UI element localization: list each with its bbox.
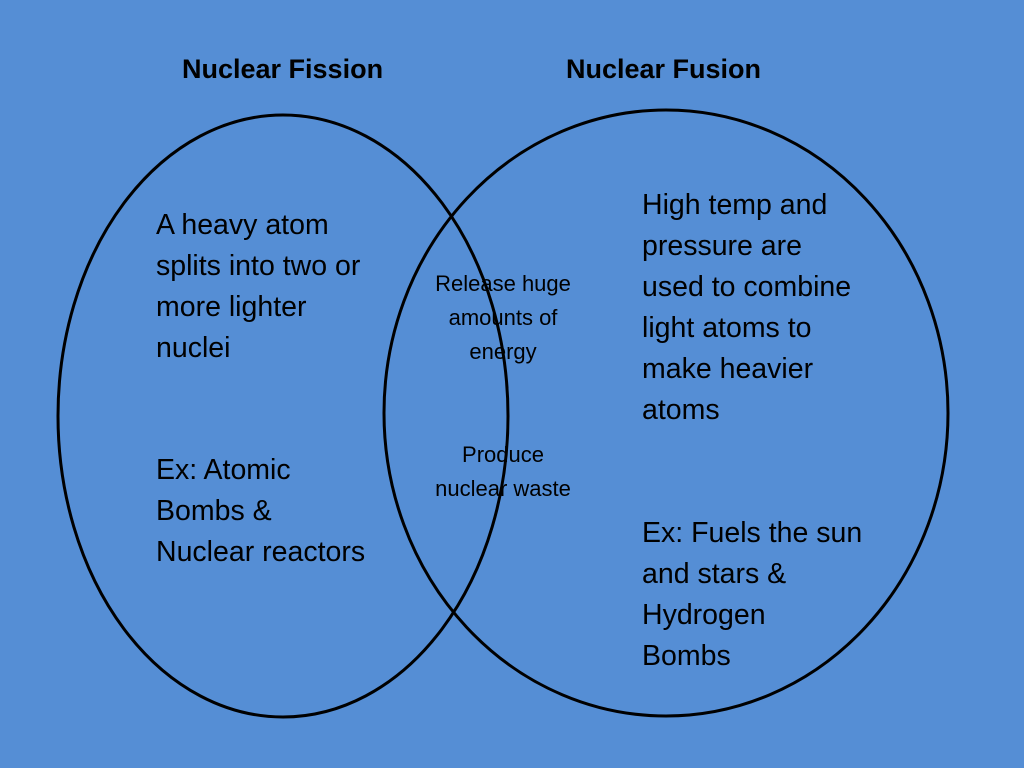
- text-line: energy: [469, 339, 537, 364]
- text-line: High temp and: [642, 189, 828, 221]
- text-line: pressure are: [642, 230, 802, 262]
- fission-definition: A heavy atom splits into two or more lig…: [156, 205, 406, 369]
- fission-examples: Ex: Atomic Bombs & Nuclear reactors: [156, 450, 406, 573]
- text-line: Bombs &: [156, 495, 272, 527]
- text-line: used to combine: [642, 271, 852, 303]
- overlap-waste: Produce nuclear waste: [403, 438, 603, 506]
- fusion-title: Nuclear Fusion: [566, 54, 762, 84]
- text-line: and stars &: [642, 558, 787, 590]
- text-line: splits into two or: [156, 250, 361, 282]
- text-line: Bombs: [642, 640, 731, 672]
- text-line: Ex: Atomic: [156, 454, 291, 486]
- text-line: Nuclear reactors: [156, 536, 366, 568]
- text-line: atoms: [642, 394, 720, 426]
- text-line: Hydrogen: [642, 599, 766, 631]
- fission-title: Nuclear Fission: [182, 54, 384, 84]
- fusion-examples: Ex: Fuels the sun and stars & Hydrogen B…: [642, 513, 902, 677]
- text-line: Produce: [462, 442, 544, 467]
- fusion-definition: High temp and pressure are used to combi…: [642, 185, 902, 431]
- text-line: light atoms to: [642, 312, 812, 344]
- text-line: nuclei: [156, 332, 231, 364]
- text-line: nuclear waste: [435, 476, 571, 501]
- fusion-circle: [382, 108, 950, 718]
- text-line: make heavier: [642, 353, 814, 385]
- text-line: A heavy atom: [156, 209, 329, 241]
- text-line: amounts of: [448, 305, 558, 330]
- text-line: Release huge: [435, 271, 571, 296]
- fission-circle: [56, 113, 510, 719]
- text-line: more lighter: [156, 291, 307, 323]
- overlap-energy: Release huge amounts of energy: [403, 267, 603, 369]
- text-line: Ex: Fuels the sun: [642, 517, 863, 549]
